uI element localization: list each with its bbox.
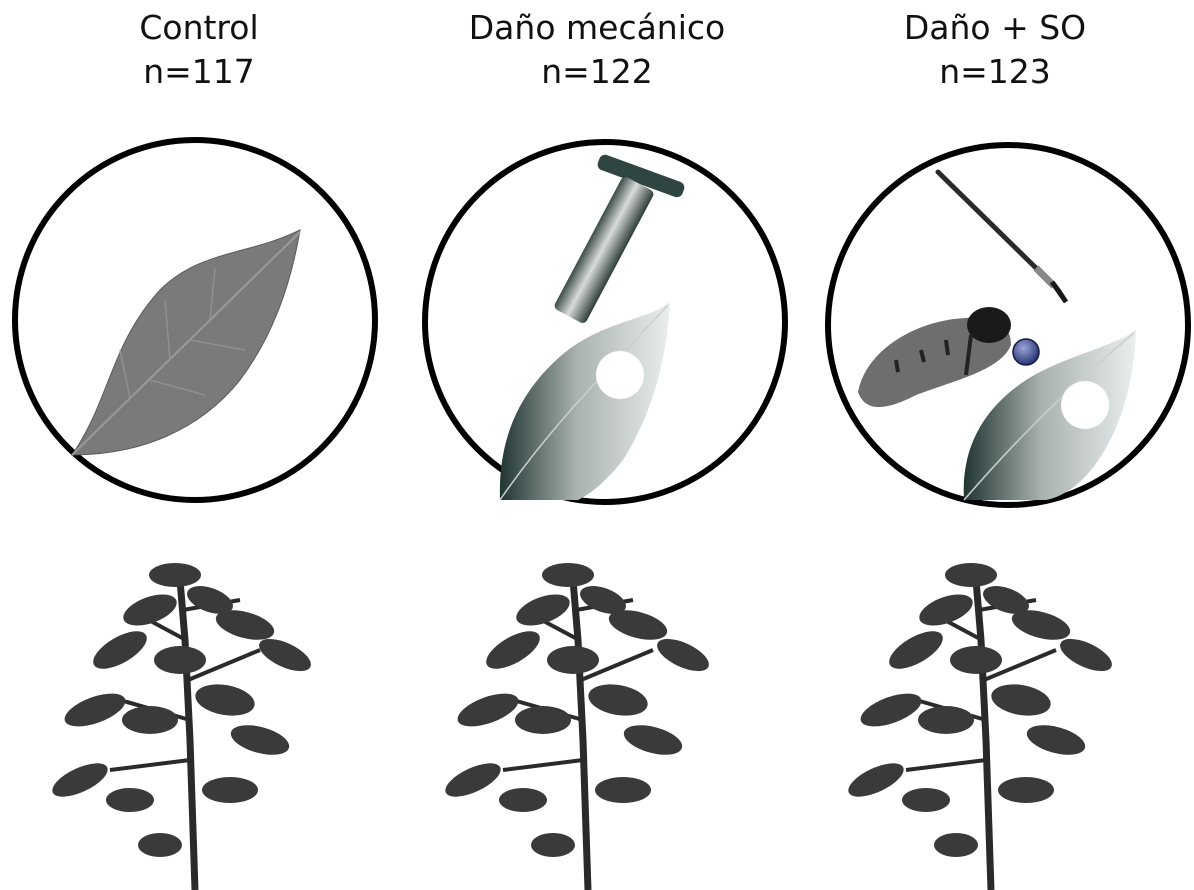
treatment-illustration bbox=[796, 0, 1194, 890]
plant-icon bbox=[441, 563, 714, 890]
plant-icon bbox=[844, 563, 1117, 890]
treatment-illustration bbox=[0, 0, 398, 890]
treatment-illustration bbox=[398, 0, 796, 890]
group-panel-damage-plus-so: Daño + SO n=123 bbox=[796, 0, 1194, 890]
group-panel-mechanical-damage: Daño mecánico n=122 bbox=[398, 0, 796, 890]
oral-secretion-droplet bbox=[1013, 339, 1039, 365]
group-panel-control: Control n=117 bbox=[0, 0, 398, 890]
leaf-hole bbox=[596, 351, 644, 399]
leaf-hole bbox=[1061, 381, 1109, 429]
plant-icon bbox=[48, 563, 316, 890]
